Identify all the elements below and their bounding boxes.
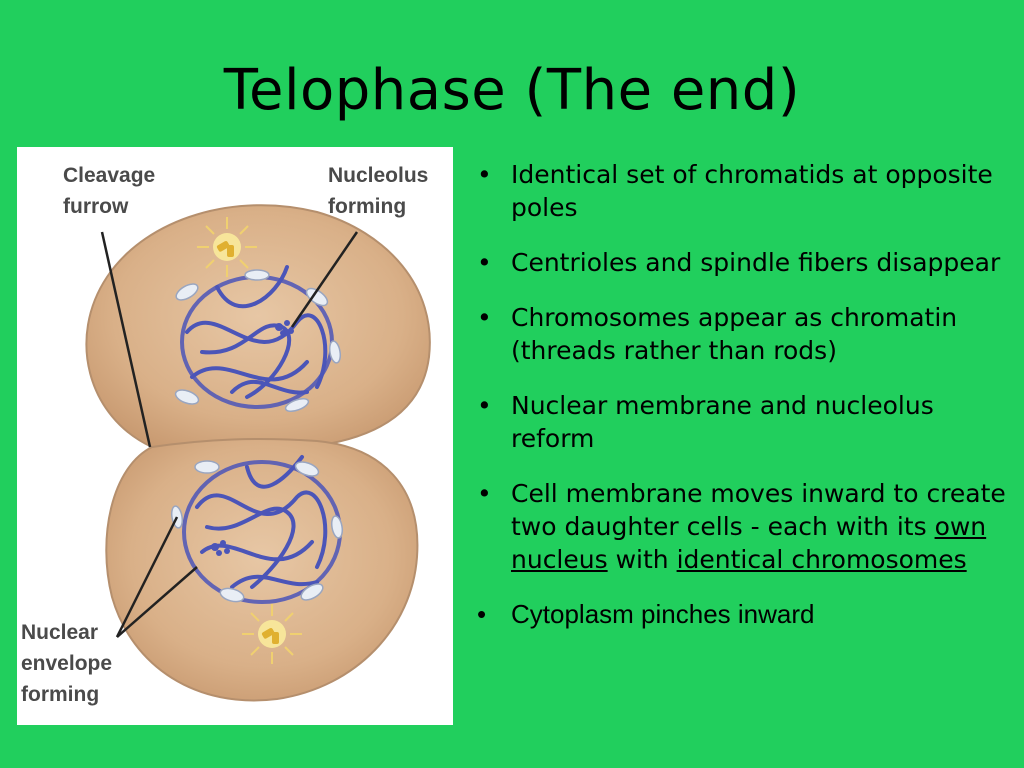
- bullet-item: Identical set of chromatids at opposite …: [473, 158, 1018, 224]
- cell-illustration: [85, 204, 431, 702]
- leader-lines: [100, 231, 359, 638]
- bullet-text: with: [607, 545, 677, 574]
- cleavage-furrow-label: Cleavage furrow: [63, 164, 156, 218]
- telophase-diagram: Cleavage furrow Nucleolus forming Nuclea…: [17, 147, 453, 725]
- top-nucleolus: [275, 320, 294, 336]
- slide-title: Telophase (The end): [223, 58, 801, 123]
- bullet-text: Nuclear membrane and nucleolus reform: [511, 391, 934, 453]
- bullet-list: Identical set of chromatids at opposite …: [473, 158, 1018, 653]
- bullet-item: Nuclear membrane and nucleolus reform: [473, 389, 1018, 455]
- bullet-text: Identical set of chromatids at opposite …: [511, 160, 993, 222]
- own-nucleus-link: own nucleus: [511, 512, 987, 574]
- bullet-item: Centrioles and spindle fibers disappear: [473, 246, 1018, 279]
- bullet-text: Cell membrane moves inward to create two…: [511, 479, 1006, 541]
- bullet-text: Cytoplasm pinches inward: [511, 599, 815, 629]
- bullet-item: Chromosomes appear as chromatin (threads…: [473, 301, 1018, 367]
- bottom-nucleolus: [211, 540, 230, 556]
- bullet-text: Chromosomes appear as chromatin (threads…: [511, 303, 958, 365]
- bottom-daughter-cell: [105, 438, 419, 702]
- identical-chromosomes-link: identical chromosomes: [676, 545, 967, 574]
- bullet-item: Cell membrane moves inward to create two…: [473, 477, 1018, 576]
- top-daughter-cell: [85, 204, 431, 453]
- bullet-text: Centrioles and spindle fibers disappear: [511, 248, 1001, 277]
- nucleolus-forming-label: Nucleolus forming: [328, 164, 429, 218]
- nuclear-envelope-forming-label: Nuclear envelope forming: [21, 621, 113, 706]
- top-centriole: [197, 217, 257, 277]
- envelope-fragments: [170, 269, 344, 603]
- bottom-centriole: [242, 604, 302, 664]
- bullet-item: Cytoplasm pinches inward: [473, 598, 1018, 631]
